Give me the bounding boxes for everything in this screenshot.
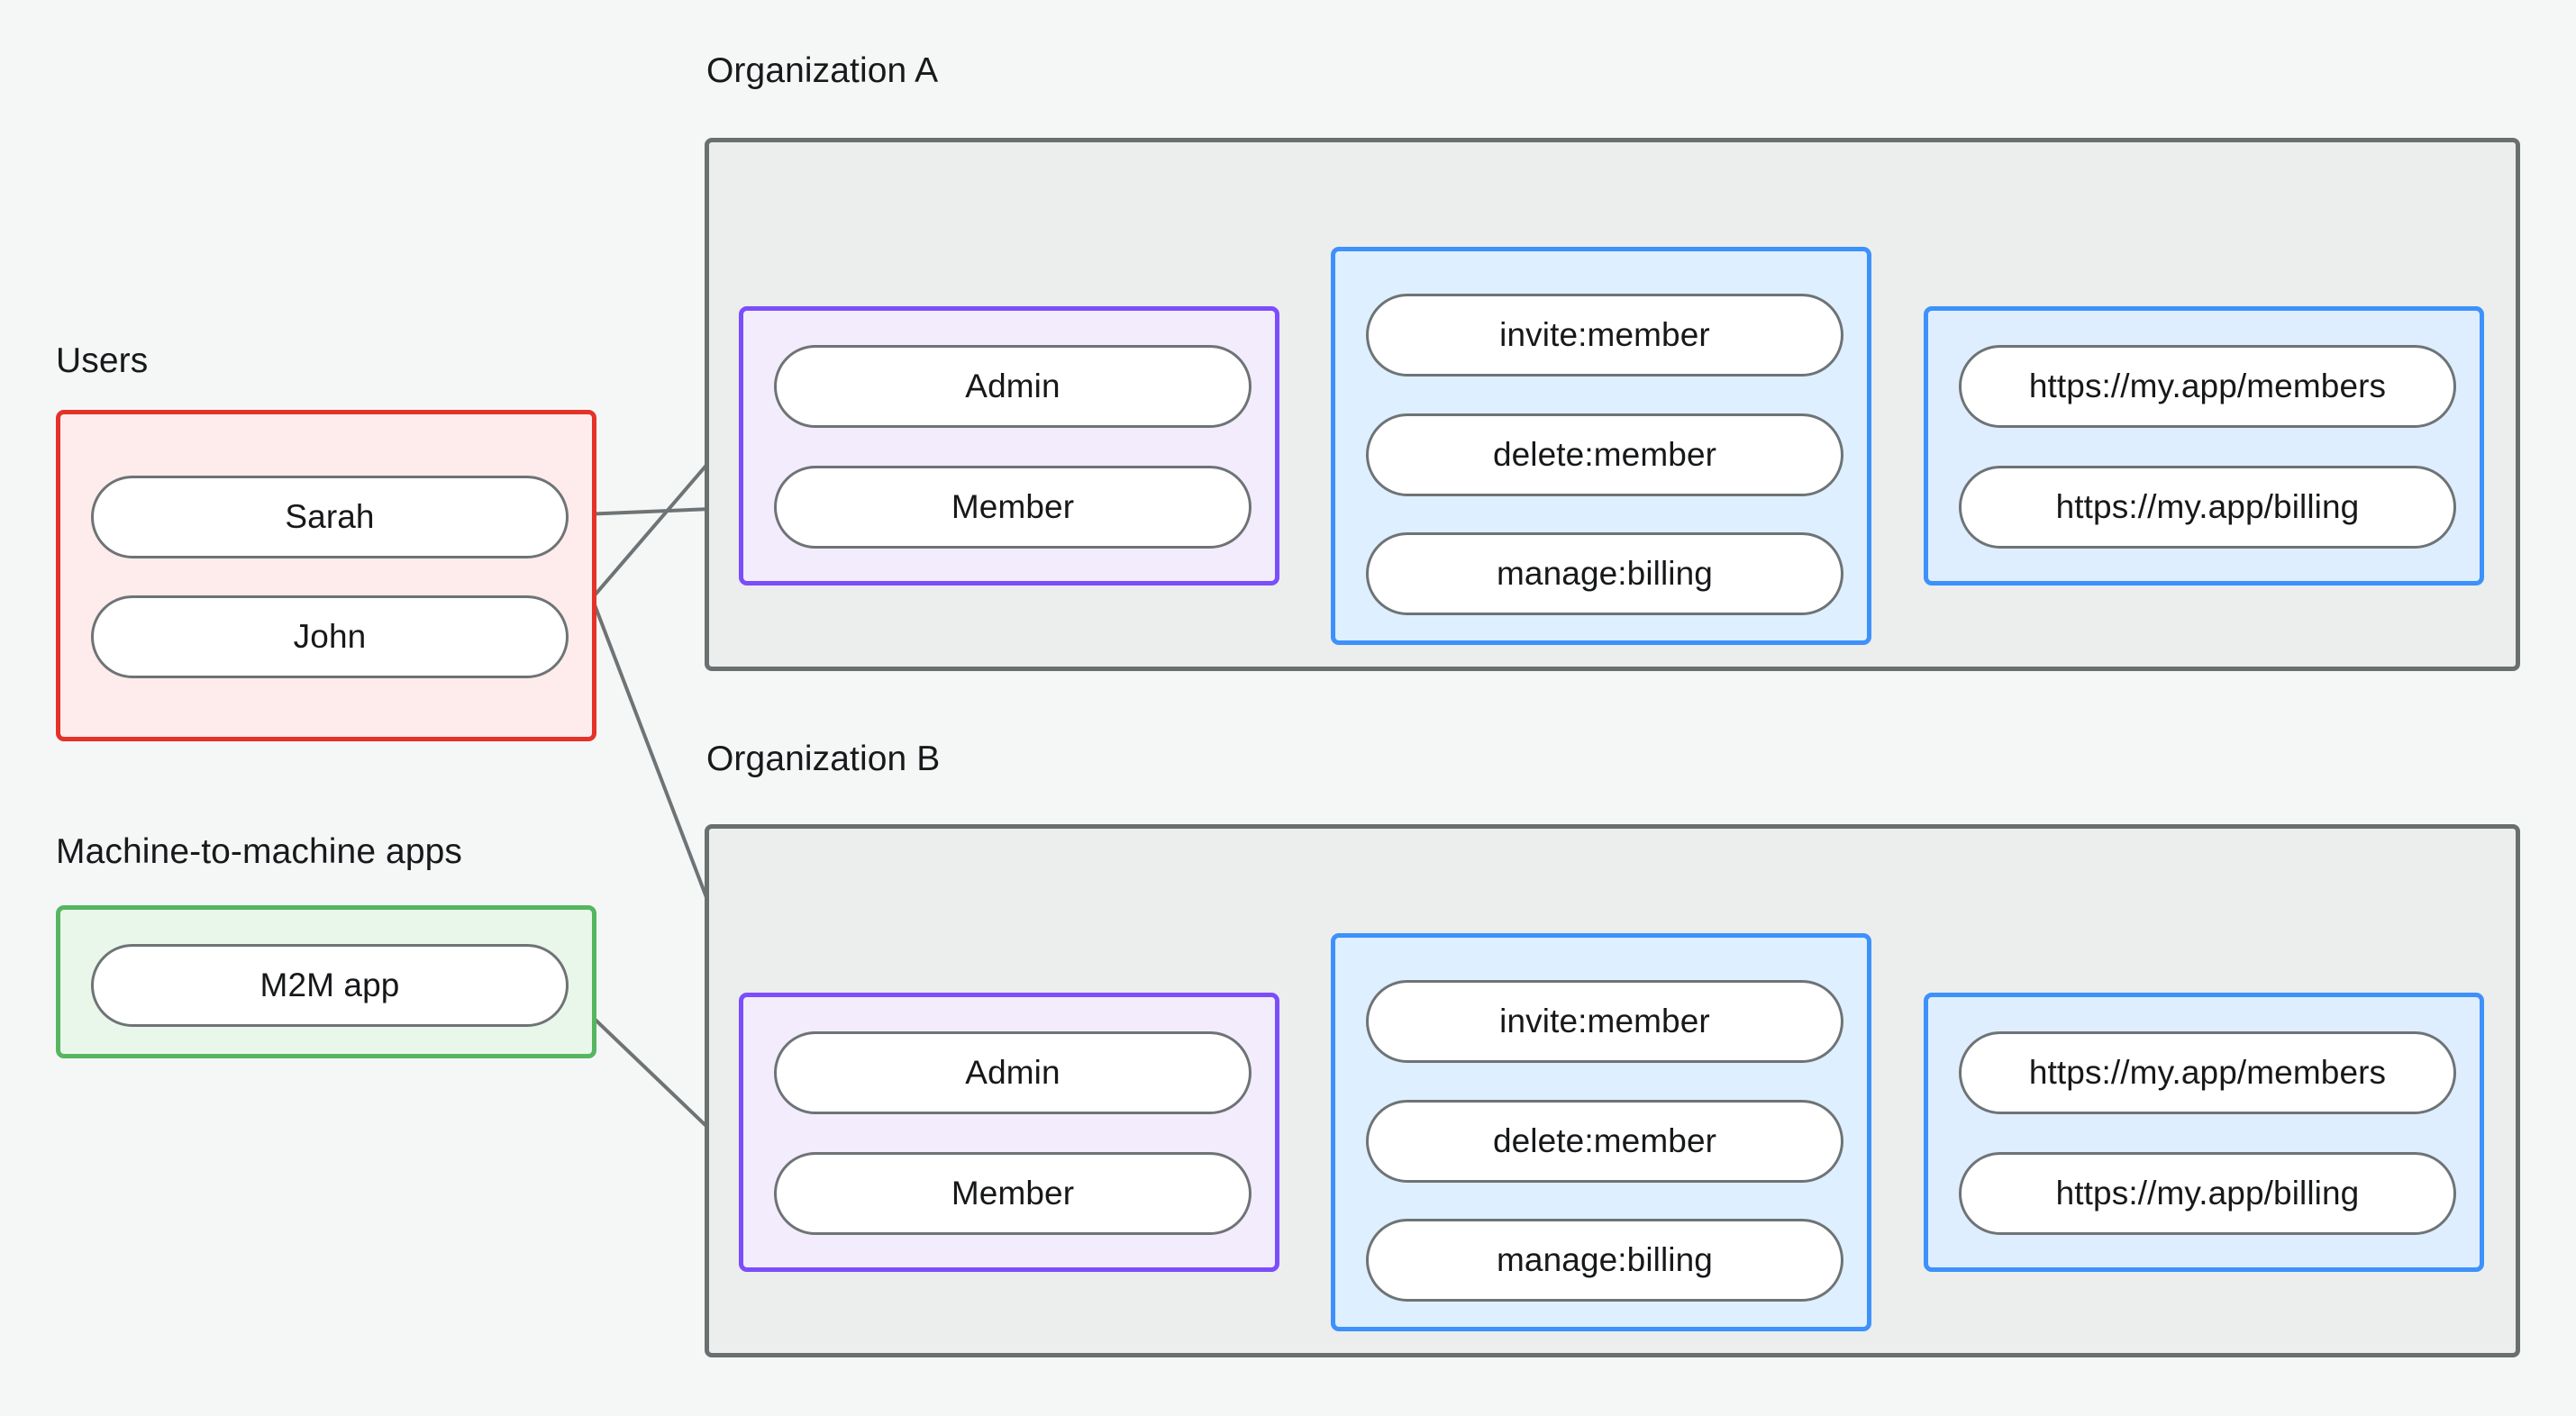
m2m-node-app[interactable]: M2M app <box>91 944 569 1027</box>
organization-b-container: Admin Member invite:member delete:member… <box>705 824 2520 1357</box>
orgB-role-admin[interactable]: Admin <box>774 1031 1252 1114</box>
orgA-api-resource-members[interactable]: https://my.app/members <box>1959 345 2456 428</box>
orgA-permission-delete-member[interactable]: delete:member <box>1366 413 1843 496</box>
orgA-api-resources-group: https://my.app/members https://my.app/bi… <box>1924 306 2484 585</box>
orgA-api-resource-billing[interactable]: https://my.app/billing <box>1959 466 2456 549</box>
orgB-permission-manage-billing[interactable]: manage:billing <box>1366 1219 1843 1302</box>
orgB-api-resources-group: https://my.app/members https://my.app/bi… <box>1924 993 2484 1272</box>
orgB-permission-invite-member[interactable]: invite:member <box>1366 980 1843 1063</box>
orgB-role-member[interactable]: Member <box>774 1152 1252 1235</box>
caption-users: Users <box>56 341 149 380</box>
user-node-john[interactable]: John <box>91 595 569 678</box>
user-node-sarah[interactable]: Sarah <box>91 476 569 558</box>
orgA-role-admin[interactable]: Admin <box>774 345 1252 428</box>
orgB-api-resource-members[interactable]: https://my.app/members <box>1959 1031 2456 1114</box>
caption-organization-b: Organization B <box>706 740 941 778</box>
orgA-permission-manage-billing[interactable]: manage:billing <box>1366 532 1843 615</box>
orgA-permission-invite-member[interactable]: invite:member <box>1366 294 1843 377</box>
orgA-roles-group: Admin Member <box>739 306 1279 585</box>
organization-a-container: Admin Member invite:member delete:member… <box>705 138 2520 671</box>
orgB-permissions-group: invite:member delete:member manage:billi… <box>1331 933 1871 1331</box>
orgA-role-member[interactable]: Member <box>774 466 1252 549</box>
users-group: Sarah John <box>56 410 596 741</box>
orgA-permissions-group: invite:member delete:member manage:billi… <box>1331 247 1871 645</box>
m2m-apps-group: M2M app <box>56 905 596 1058</box>
orgB-api-resource-billing[interactable]: https://my.app/billing <box>1959 1152 2456 1235</box>
caption-m2m-apps: Machine-to-machine apps <box>56 832 463 871</box>
orgB-roles-group: Admin Member <box>739 993 1279 1272</box>
caption-organization-a: Organization A <box>706 51 939 90</box>
orgB-permission-delete-member[interactable]: delete:member <box>1366 1100 1843 1183</box>
